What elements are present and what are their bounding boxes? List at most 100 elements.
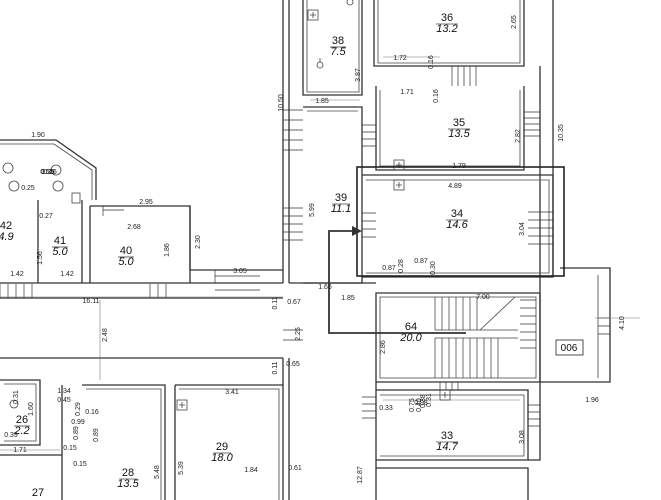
dimension-label: 2.86 (380, 340, 387, 354)
dimension-label: 1.42 (10, 271, 24, 278)
room-40-area: 5.0 (118, 256, 134, 268)
dimension-label: 1.96 (585, 397, 599, 404)
dimension-label: 3.87 (355, 68, 362, 82)
dimension-label: 0.61 (288, 465, 302, 472)
dimension-label: 0.87 (382, 265, 396, 272)
dimension-label: 3.08 (519, 430, 526, 444)
dimension-label: 2.95 (139, 199, 153, 206)
dimension-label: 0.31 (13, 390, 20, 404)
room-26-area: 2.2 (13, 425, 29, 437)
dimension-label: 0.87 (414, 258, 428, 265)
room-33-area: 14.7 (436, 441, 458, 453)
dimension-label: 0.99 (71, 419, 85, 426)
room-42-area: 4.9 (0, 231, 14, 243)
dimension-label: 4.10 (619, 316, 626, 330)
dimension-label: 1.79 (452, 163, 466, 170)
dimension-label: 2.25 (295, 327, 302, 341)
room-41-area: 5.0 (52, 246, 68, 258)
room-39-number: 39 (335, 192, 347, 204)
dimension-label: 0.65 (286, 361, 300, 368)
dimension-label: 0.33 (379, 405, 393, 412)
room-35-number: 35 (453, 117, 465, 129)
tag-box (555, 339, 584, 356)
room-28-number: 28 (122, 467, 134, 479)
dimension-label: 2.82 (515, 129, 522, 143)
dimension-label: 1.71 (400, 89, 414, 96)
dimension-label: 0.31 (426, 393, 433, 407)
dimension-label: 0.40 (416, 398, 423, 412)
dimension-label: 0.15 (73, 461, 87, 468)
dimension-label: 0.29 (75, 402, 82, 416)
dimension-label: 2.48 (102, 328, 109, 342)
dimension-label: 10.35 (558, 124, 565, 142)
dimension-label: 0.55 (40, 169, 54, 176)
dimension-label: 1.90 (31, 132, 45, 139)
dimension-label: 0.38 (420, 394, 427, 408)
room-39-area: 11.1 (331, 203, 352, 215)
dimension-label: 0.98 (414, 400, 428, 407)
dimension-label: 4.89 (448, 183, 462, 190)
dimension-label: 1.71 (13, 447, 27, 454)
room-38-area: 7.5 (330, 46, 346, 58)
dimension-label: 2.65 (511, 15, 518, 29)
dimension-label: 0.30 (430, 261, 437, 275)
room-35-area: 13.5 (448, 128, 470, 140)
dimension-label: 0.67 (287, 299, 301, 306)
dimension-label: 0.15 (63, 445, 77, 452)
dimension-label: 1.84 (244, 467, 258, 474)
dimension-label: 1.72 (393, 55, 407, 62)
dimension-label: 0.11 (272, 296, 279, 309)
dimension-label: 2.30 (195, 235, 202, 249)
dimension-label: 0.16 (428, 55, 435, 69)
room-34-highlight (356, 166, 565, 277)
staircase (434, 296, 536, 378)
walls (0, 0, 611, 500)
room-36-area: 13.2 (436, 23, 457, 35)
room-42-number: 42 (0, 220, 12, 232)
dimension-label: 1.42 (60, 271, 74, 278)
dimension-label: 10.50 (278, 94, 285, 112)
dimension-label: 1.85 (315, 98, 329, 105)
room-64-area: 20.0 (399, 332, 422, 344)
dimension-label: 5.48 (154, 465, 161, 479)
dimension-label: 1.66 (318, 284, 332, 291)
dimension-label: 5.99 (309, 203, 316, 217)
dimension-label: 0.39 (4, 432, 18, 439)
dimension-label: 0.26 (43, 169, 57, 176)
room-29-number: 29 (216, 441, 228, 453)
dimension-label: 16.11 (83, 298, 100, 305)
tag-label: 006 (561, 343, 578, 354)
dimension-label: 1.85 (341, 295, 355, 302)
dimension-label: 0.89 (73, 426, 80, 440)
room-29-area: 18.0 (211, 452, 233, 464)
dimension-label: 3.41 (225, 389, 239, 396)
dimension-label: 1.60 (28, 402, 35, 416)
room-28-area: 13.5 (117, 478, 139, 490)
evacuation-route (328, 230, 466, 334)
dimension-label: 1.86 (164, 243, 171, 257)
room-36-number: 36 (441, 12, 453, 24)
dimension-label: 0.25 (41, 169, 55, 176)
room-34-number: 34 (451, 208, 463, 220)
dimension-label: 5.39 (178, 461, 185, 475)
fixtures (2, 0, 451, 411)
dimension-label: 0.25 (21, 185, 35, 192)
room-34-area: 14.6 (446, 219, 468, 231)
dimension-label: 1.34 (57, 388, 71, 395)
dimension-label: 0.11 (272, 361, 279, 374)
doors (0, 66, 610, 427)
room-labels: 36 13.2 38 7.5 35 13.5 39 11.1 34 14.6 4… (0, 12, 471, 499)
dimension-label: 0.27 (39, 213, 53, 220)
dimension-label: 0.16 (433, 89, 440, 103)
dimension-label: 0.75 (409, 398, 416, 412)
dimension-label: 3.05 (233, 268, 247, 275)
dimension-lines (0, 56, 640, 451)
dimension-label: 3.04 (519, 222, 526, 236)
dimension-label: 12.87 (357, 466, 364, 484)
room-33-number: 33 (441, 430, 453, 442)
dimension-label: 1.56 (37, 251, 44, 265)
room-40-number: 40 (120, 245, 132, 257)
dimension-label: 2.68 (127, 224, 141, 231)
room-27-number: 27 (32, 487, 44, 499)
